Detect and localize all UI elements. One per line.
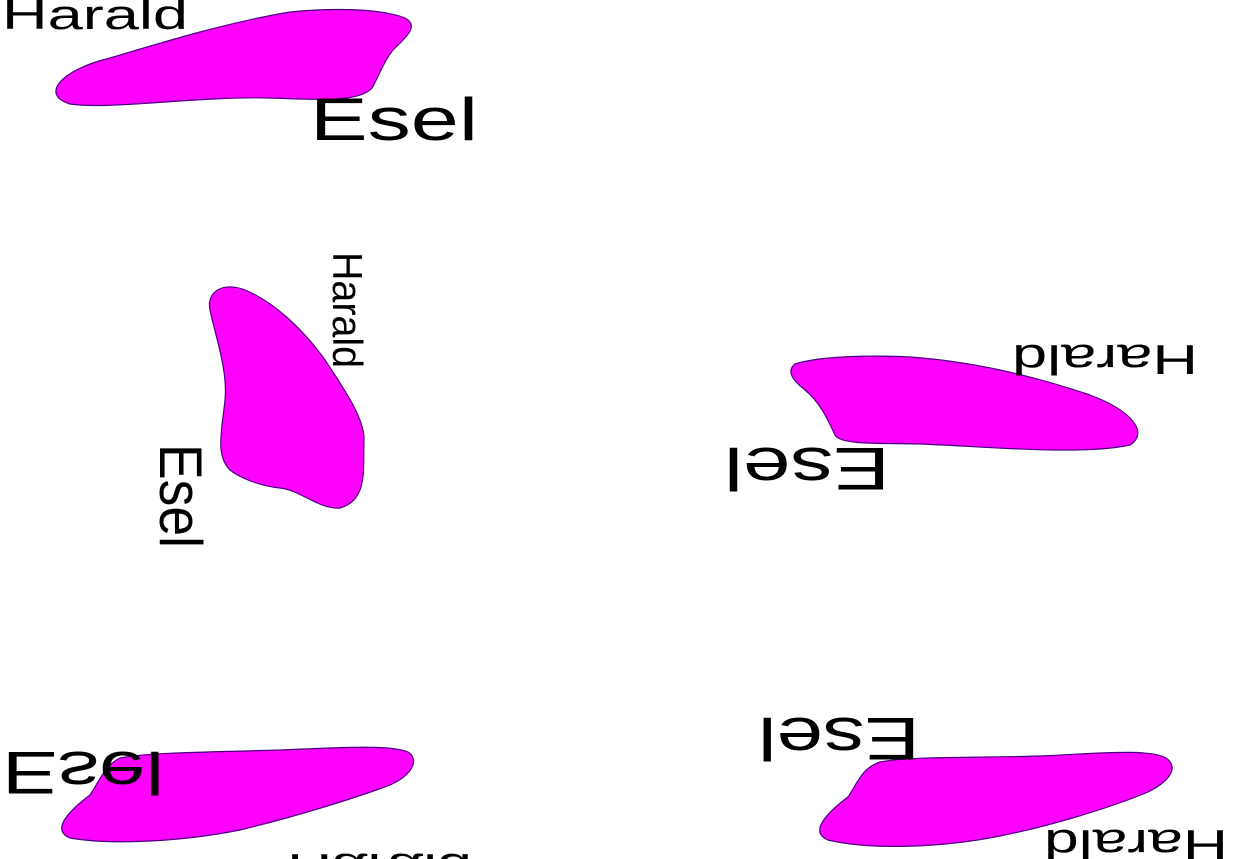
harald-label: Harald (2, 0, 188, 38)
harald-label: Harald (324, 252, 371, 368)
harald-label: Harald (287, 845, 472, 859)
magenta-blob (790, 355, 1139, 451)
esel-label: Esel (758, 705, 920, 772)
harald-label: Harald (1012, 336, 1198, 383)
esel-label: Esel (724, 435, 890, 502)
figure-mirrored-vertical: Esel Harald (2, 739, 472, 859)
figure-mirrored-both: Esel Harald (758, 705, 1228, 859)
esel-label: Esel (147, 444, 214, 548)
figure-rotated-90: Harald Esel (147, 252, 371, 548)
magenta-blob (55, 8, 412, 107)
figure-normal: Harald Esel (2, 0, 478, 153)
magenta-blob (819, 751, 1173, 848)
esel-label: Esel (310, 86, 478, 153)
harald-label: Harald (1044, 821, 1228, 859)
figure-rotated-180: Harald Esel (724, 336, 1198, 502)
magenta-blob (208, 286, 365, 509)
magenta-blob (61, 746, 414, 843)
esel-label: Esel (2, 739, 164, 806)
